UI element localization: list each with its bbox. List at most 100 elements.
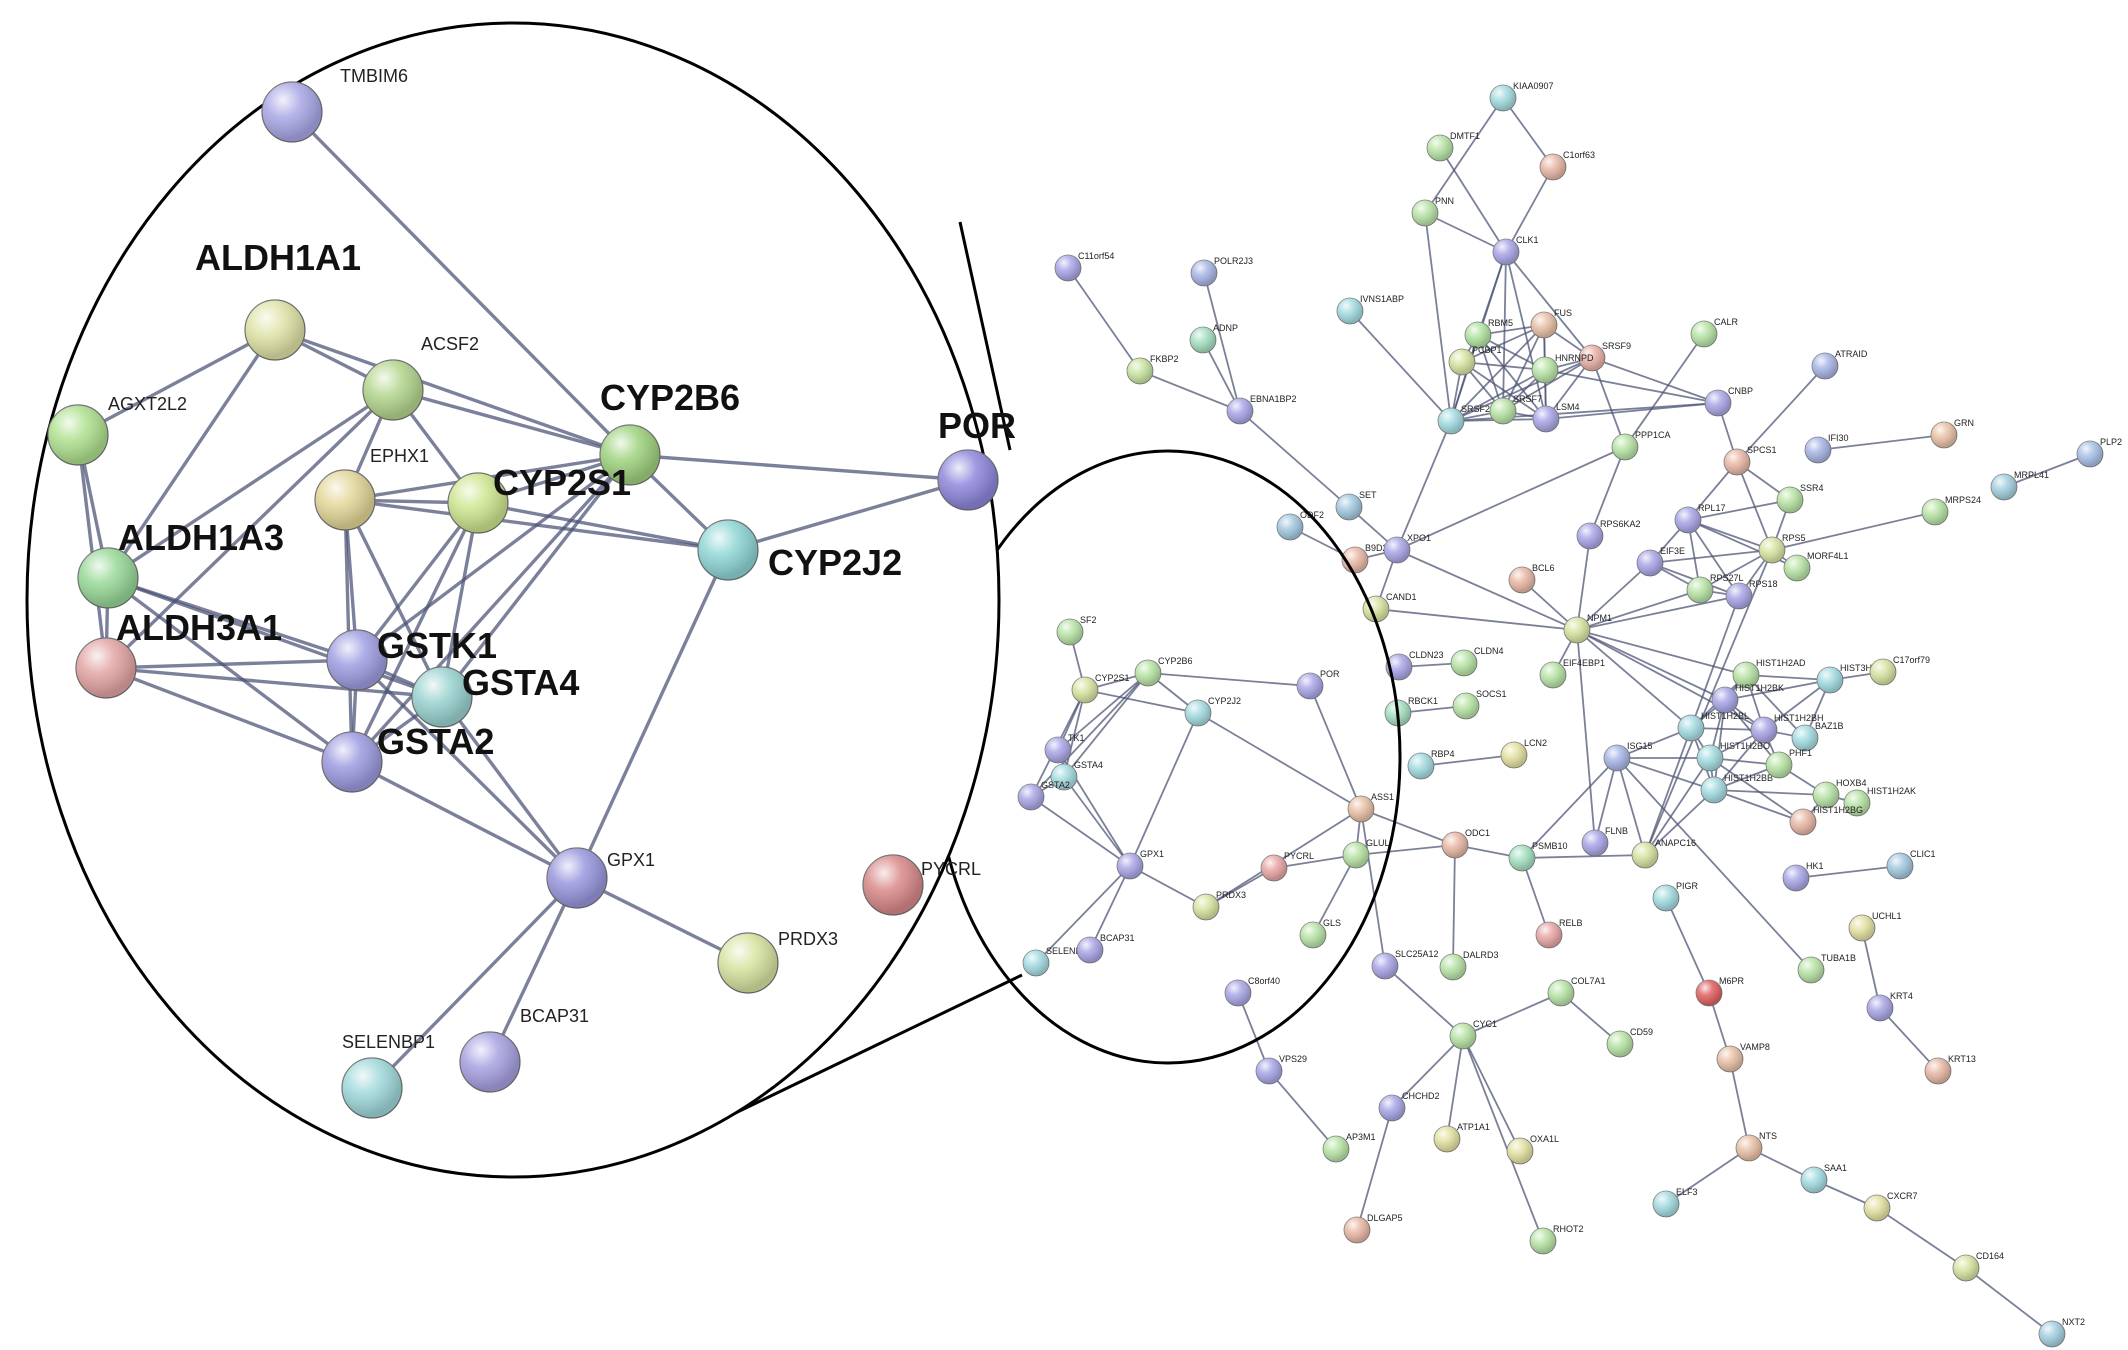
node-ppp1ca[interactable]: PPP1CA [1611,430,1671,461]
zoom-node-aldh3a1[interactable]: ALDH3A1 [75,607,282,699]
node-m-cyp2s1[interactable]: CYP2S1 [1071,673,1130,704]
node-cyc1[interactable]: CYC1 [1449,1019,1497,1050]
node-srsf9[interactable]: SRSF9 [1578,341,1631,372]
node-psmb10[interactable]: PSMB10 [1508,841,1568,872]
node-pigr[interactable]: PIGR [1652,881,1699,912]
node-atp1a1[interactable]: ATP1A1 [1433,1122,1490,1153]
node-isg15[interactable]: ISG15 [1603,741,1653,772]
node-flnb[interactable]: FLNB [1581,826,1628,857]
node-c17orf79[interactable]: C17orf79 [1869,655,1930,686]
node-m-cyp2b6[interactable]: CYP2B6 [1134,656,1193,687]
node-baz1b[interactable]: BAZ1B [1791,721,1844,752]
node-m-prdx3[interactable]: PRDX3 [1192,890,1246,921]
node-ass1[interactable]: ASS1 [1347,792,1394,823]
node-vps29[interactable]: VPS29 [1255,1054,1307,1085]
zoom-node-cyp2s1[interactable]: CYP2S1 [447,462,631,534]
node-odf2[interactable]: ODF2 [1276,510,1324,541]
node-srsf7[interactable]: SRSF7 [1489,394,1542,425]
node-srsf2[interactable]: SRSF2 [1437,404,1490,435]
node-cd59[interactable]: CD59 [1606,1027,1653,1058]
node-col7a1[interactable]: COL7A1 [1547,976,1606,1007]
node-chchd2[interactable]: CHCHD2 [1378,1091,1440,1122]
node-relb[interactable]: RELB [1535,918,1583,949]
node-phf1[interactable]: PHF1 [1765,748,1812,779]
node-ssr4[interactable]: SSR4 [1776,483,1824,514]
node-cldn4[interactable]: CLDN4 [1450,646,1504,677]
zoom-node-cyp2b6[interactable]: CYP2B6 [599,377,740,486]
node-uchl1[interactable]: UCHL1 [1848,911,1902,942]
node-hist1h2bo[interactable]: HIST1H2BO [1696,741,1770,772]
node-hist1h2ad[interactable]: HIST1H2AD [1732,658,1806,689]
zoom-node-gpx1[interactable]: GPX1 [546,847,655,909]
node-gls[interactable]: GLS [1299,918,1341,949]
node-vamp8[interactable]: VAMP8 [1716,1042,1770,1073]
node-hist1h2bh[interactable]: HIST1H2BH [1750,713,1824,744]
node-m-gsta4[interactable]: GSTA4 [1050,760,1103,791]
zoom-node-aldh1a3[interactable]: ALDH1A3 [77,517,284,609]
zoom-node-aldh1a1[interactable]: ALDH1A1 [195,237,361,361]
node-c8orf40[interactable]: C8orf40 [1224,976,1280,1007]
node-nxt2[interactable]: NXT2 [2038,1317,2085,1348]
node-odc1[interactable]: ODC1 [1441,828,1490,859]
node-polr2j3[interactable]: POLR2J3 [1190,256,1253,287]
node-bcl6[interactable]: BCL6 [1508,563,1555,594]
node-hist1h2ak[interactable]: HIST1H2AK [1843,786,1916,817]
node-m-pycrl[interactable]: PYCRL [1260,851,1314,882]
node-cxcr7[interactable]: CXCR7 [1863,1191,1918,1222]
node-hk1[interactable]: HK1 [1782,861,1824,892]
node-eif3e[interactable]: EIF3E [1636,546,1685,577]
node-fus[interactable]: FUS [1530,308,1572,339]
node-grn[interactable]: GRN [1930,418,1974,449]
node-glul[interactable]: GLUL [1342,838,1390,869]
node-plp2[interactable]: PLP2 [2076,437,2122,468]
node-m-gsta2[interactable]: GSTA2 [1017,780,1070,811]
zoom-node-pycrl[interactable]: PYCRL [862,854,981,916]
zoom-node-gstk1[interactable]: GSTK1 [326,625,497,691]
node-ifi30[interactable]: IFI30 [1804,433,1849,464]
node-hoxb4[interactable]: HOXB4 [1812,778,1867,809]
zoom-node-selenbp1[interactable]: SELENBP1 [341,1032,435,1119]
node-lsm4[interactable]: LSM4 [1532,402,1580,433]
node-tuba1b[interactable]: TUBA1B [1797,953,1856,984]
node-hist3h2a[interactable]: HIST3H2A [1816,663,1883,694]
zoom-node-agxt2l2[interactable]: AGXT2L2 [47,394,187,466]
node-morf4l1[interactable]: MORF4L1 [1783,551,1849,582]
node-c1orf63[interactable]: C1orf63 [1539,150,1595,181]
node-rhot2[interactable]: RHOT2 [1529,1224,1584,1255]
node-adnp[interactable]: ADNP [1189,323,1238,354]
node-cnbp[interactable]: CNBP [1704,386,1753,417]
zoom-node-prdx3[interactable]: PRDX3 [717,929,838,994]
zoom-node-acsf2[interactable]: ACSF2 [362,334,479,421]
node-m6pr[interactable]: M6PR [1695,976,1745,1007]
node-calr[interactable]: CALR [1690,317,1739,348]
node-dmtf1[interactable]: DMTF1 [1426,131,1480,162]
node-cd164[interactable]: CD164 [1952,1251,2004,1282]
node-rps6ka2[interactable]: RPS6KA2 [1576,519,1641,550]
node-hist1h2bg[interactable]: HIST1H2BG [1789,805,1863,836]
node-hnrnpd[interactable]: HNRNPD [1531,353,1594,384]
node-set[interactable]: SET [1335,490,1377,521]
node-ivns1abp[interactable]: IVNS1ABP [1336,294,1404,325]
node-spcs1[interactable]: SPCS1 [1723,445,1777,476]
node-rbm5[interactable]: RBM5 [1464,318,1513,349]
node-kiaa0907[interactable]: KIAA0907 [1489,81,1554,112]
node-elf3[interactable]: ELF3 [1652,1187,1698,1218]
node-ebna1bp2[interactable]: EBNA1BP2 [1226,394,1297,425]
zoom-node-ephx1[interactable]: EPHX1 [314,446,429,531]
node-m-bcap31[interactable]: BCAP31 [1076,933,1135,964]
node-fkbp2[interactable]: FKBP2 [1126,354,1179,385]
node-rps27l[interactable]: RPS27L [1686,573,1744,604]
node-xpo1[interactable]: XPO1 [1383,533,1431,564]
node-hist1h2bk[interactable]: HIST1H2BK [1711,683,1784,714]
node-hist1h2bb[interactable]: HIST1H2BB [1700,773,1773,804]
zoom-node-gsta2[interactable]: GSTA2 [321,721,494,793]
node-mrpl41[interactable]: MRPL41 [1990,470,2049,501]
node-ap3m1[interactable]: AP3M1 [1322,1132,1376,1163]
node-m-gpx1[interactable]: GPX1 [1116,849,1164,880]
node-slc25a12[interactable]: SLC25A12 [1371,949,1439,980]
node-pcbp1[interactable]: PCBP1 [1448,345,1502,376]
node-krt4[interactable]: KRT4 [1866,991,1913,1022]
node-rps18[interactable]: RPS18 [1725,579,1778,610]
node-socs1[interactable]: SOCS1 [1452,689,1507,720]
node-clic1[interactable]: CLIC1 [1886,849,1936,880]
